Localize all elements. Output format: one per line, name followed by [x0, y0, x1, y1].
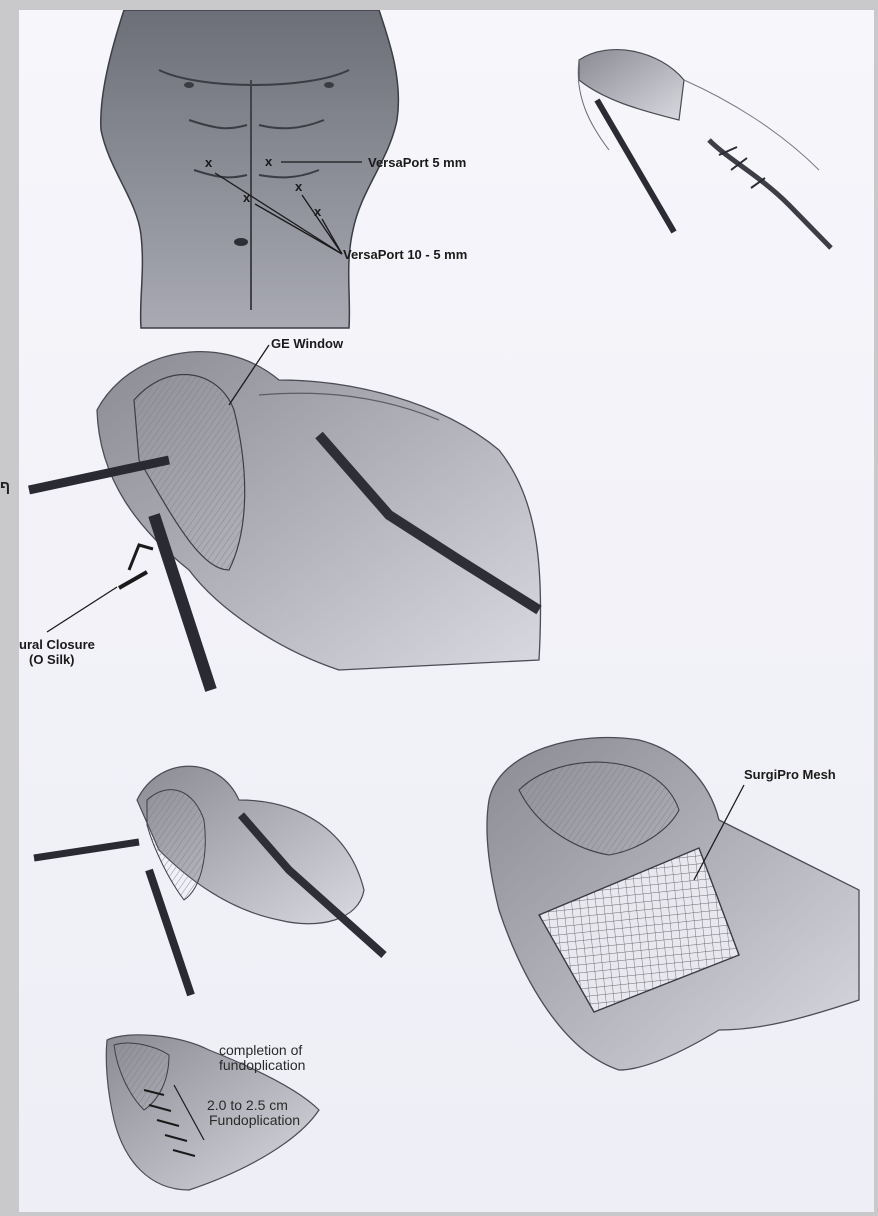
completion-label-line1: completion of: [219, 1043, 302, 1058]
ge-window-label: GE Window: [271, 337, 343, 351]
surgipro-mesh-label: SurgiPro Mesh: [744, 768, 836, 782]
crural-closure-label: ural Closure: [19, 638, 95, 652]
retraction-sketch: [578, 50, 831, 248]
illustration-sheet: x x x x x VersaPort 5 mm VersaPort 10 - …: [19, 10, 874, 1212]
port-mark: x: [265, 154, 273, 169]
torso-port-diagram: [101, 10, 399, 328]
silk-suture-label: (O Silk): [29, 653, 75, 667]
length-label-line2: Fundoplication: [209, 1113, 300, 1128]
edge-glyph: ף: [0, 478, 10, 495]
hiatal-dissection-scene: [29, 352, 541, 690]
versaport-5mm-label: VersaPort 5 mm: [368, 156, 466, 170]
port-mark: x: [205, 155, 213, 170]
length-label-line1: 2.0 to 2.5 cm: [207, 1098, 288, 1113]
port-mark: x: [243, 190, 251, 205]
surgical-illustrations: x x x x x: [19, 10, 874, 1212]
port-mark: x: [295, 179, 303, 194]
completion-label-line2: fundoplication: [219, 1058, 305, 1073]
port-mark: x: [314, 204, 322, 219]
wrap-formation-scene: [34, 766, 384, 995]
mesh-repair-scene: [487, 738, 859, 1071]
versaport-10-5mm-label: VersaPort 10 - 5 mm: [343, 248, 467, 262]
